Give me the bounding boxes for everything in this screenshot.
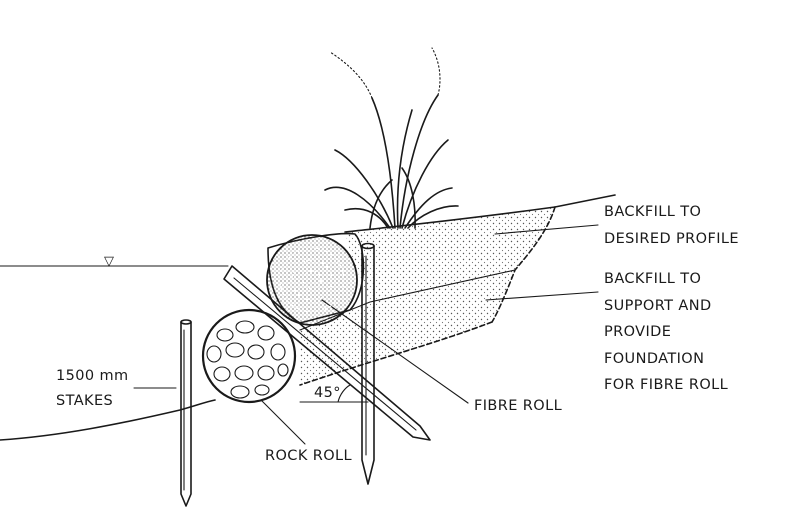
label-line: BACKFILL TO (604, 271, 702, 287)
label-line: FOUNDATION (604, 350, 705, 367)
right-stake (361, 242, 375, 485)
rock-roll (201, 308, 297, 404)
label-rock-roll: ROCK ROLL (265, 448, 352, 464)
label-backfill-support: BACKFILL TO SUPPORT AND PROVIDE FOUNDATI… (604, 266, 728, 399)
leader-fibre-roll (321, 299, 469, 404)
label-line: DESIRED PROFILE (604, 230, 739, 247)
backfill-upper-area (345, 207, 555, 302)
water-level-symbol: ▽ (104, 254, 114, 269)
backfill-base-line (299, 321, 493, 386)
label-line: SUPPORT AND (604, 297, 712, 314)
angle-arc (337, 384, 351, 403)
label-line: 1500 mm (56, 368, 129, 384)
label-backfill-desired-profile: BACKFILL TO DESIRED PROFILE (604, 199, 739, 252)
backfill-lower-area (300, 270, 515, 385)
left-stake (180, 319, 192, 507)
reed-plant (324, 47, 459, 229)
backfill-top-surface (344, 194, 616, 233)
label-fibre-roll: FIBRE ROLL (474, 398, 563, 414)
leader-rock-roll (256, 395, 306, 445)
label-stakes: 1500 mm STAKES (56, 364, 129, 414)
label-line: STAKES (56, 393, 114, 409)
fibre-roll (266, 232, 365, 326)
leader-backfill-support (485, 291, 599, 301)
label-line: FOR FIBRE ROLL (604, 377, 729, 393)
ground-line (0, 399, 216, 441)
label-line: PROVIDE (604, 324, 672, 340)
label-angle: 45° (314, 385, 341, 401)
diagonal-stake (223, 265, 431, 441)
label-line: BACKFILL TO (604, 204, 702, 220)
leader-backfill-profile (494, 224, 599, 235)
